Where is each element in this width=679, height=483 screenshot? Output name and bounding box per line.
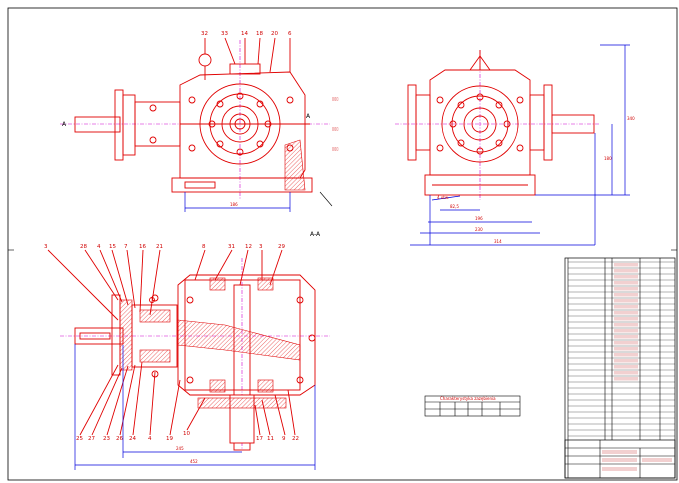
parts-list-cell: [614, 311, 638, 315]
callout-20: 20: [271, 31, 278, 37]
callout-bottom-1: 25: [76, 436, 83, 442]
parts-list-cell: [614, 293, 638, 297]
callout-bottom-5: 24: [129, 436, 136, 442]
parts-list-cell: [614, 275, 638, 279]
parts-list-cell: [614, 365, 638, 369]
dimension-base-inner: 196: [475, 216, 483, 221]
callout-bottom-7: 19: [166, 436, 173, 442]
parts-list-cell: [614, 323, 638, 327]
callout-33: 33: [221, 31, 228, 37]
parts-list-cell: [614, 335, 638, 339]
callout-bottom-10: 11: [267, 436, 274, 442]
parts-list-cell: [614, 359, 638, 363]
section-label: A-A: [310, 231, 321, 238]
callout-top-5: 7: [124, 244, 128, 250]
gear-table-title: Charakterystyka zazębienia: [440, 396, 496, 401]
svg-text:▯▯▯: ▯▯▯: [332, 126, 339, 131]
dimension-height-axis: 180: [604, 156, 612, 161]
callout-top-6: 16: [139, 244, 146, 250]
callout-14: 14: [241, 31, 248, 37]
sheet-frame: [7, 7, 678, 481]
parts-list-cell: [614, 317, 638, 321]
callout-bottom-3: 23: [103, 436, 110, 442]
callout-bottom-8: 10: [183, 431, 190, 437]
parts-list-cell: [614, 371, 638, 375]
dimension-height-total: 340: [627, 116, 635, 121]
callout-top-8: 8: [202, 244, 206, 250]
dimension-overall: 314: [494, 239, 502, 244]
svg-text:▯▯▯: ▯▯▯: [332, 96, 339, 101]
callout-bottom-4: 26: [116, 436, 123, 442]
callout-bottom-9: 17: [256, 436, 263, 442]
parts-list-cell: [614, 299, 638, 303]
callout-32: 32: [201, 31, 208, 37]
plan-view: 3 28 4 15 7 16 21 8 31 12 3 29 25 27 23 …: [44, 244, 330, 470]
side-view: 314 230 196 82,5 4 otw. 340 180: [395, 44, 635, 246]
parts-list-cell: [614, 287, 638, 291]
dimension-plan-inner: 245: [176, 446, 184, 451]
callout-top-2: 28: [80, 244, 87, 250]
callout-top-12: 29: [278, 244, 285, 250]
svg-text:▯▯▯: ▯▯▯: [332, 146, 339, 151]
parts-list: [564, 257, 676, 479]
parts-list-cell: [614, 281, 638, 285]
callout-top-10: 12: [245, 244, 252, 250]
callout-bottom-6: 4: [148, 436, 152, 442]
callout-bottom-12: 22: [292, 436, 299, 442]
dimension-base: 230: [475, 227, 483, 232]
gear-data-table: Charakterystyka zazębienia: [424, 395, 521, 417]
section-mark-left: A: [62, 121, 67, 128]
parts-list-cell: [614, 341, 638, 345]
callout-top-9: 31: [228, 244, 235, 250]
dimension-inner: 82,5: [450, 204, 459, 209]
parts-list-cell: [614, 329, 638, 333]
callout-bottom-11: 9: [282, 436, 286, 442]
callout-top-4: 15: [109, 244, 116, 250]
callout-top-11: 3: [259, 244, 263, 250]
title-block: [564, 439, 676, 479]
callout-top-1: 3: [44, 244, 48, 250]
callout-18: 18: [256, 31, 263, 37]
parts-list-cell: [614, 377, 638, 381]
parts-list-cell: [614, 263, 638, 267]
front-view: A A 32 33 14 18 20 6 ▯▯▯ ▯▯▯ ▯▯▯ 186 A-A: [60, 31, 339, 238]
parts-list-cell: [614, 353, 638, 357]
callout-top-7: 21: [156, 244, 163, 250]
dimension-plan-overall: 452: [190, 459, 198, 464]
parts-list-cell: [614, 347, 638, 351]
callout-bottom-2: 27: [88, 436, 95, 442]
dimension-width: 186: [230, 202, 238, 207]
parts-list-cell: [614, 305, 638, 309]
dimension-hole: 4 otw.: [437, 195, 449, 200]
section-mark-right: A: [306, 113, 311, 120]
callout-6: 6: [288, 31, 292, 37]
parts-list-cell: [614, 269, 638, 273]
callout-top-3: 4: [97, 244, 101, 250]
